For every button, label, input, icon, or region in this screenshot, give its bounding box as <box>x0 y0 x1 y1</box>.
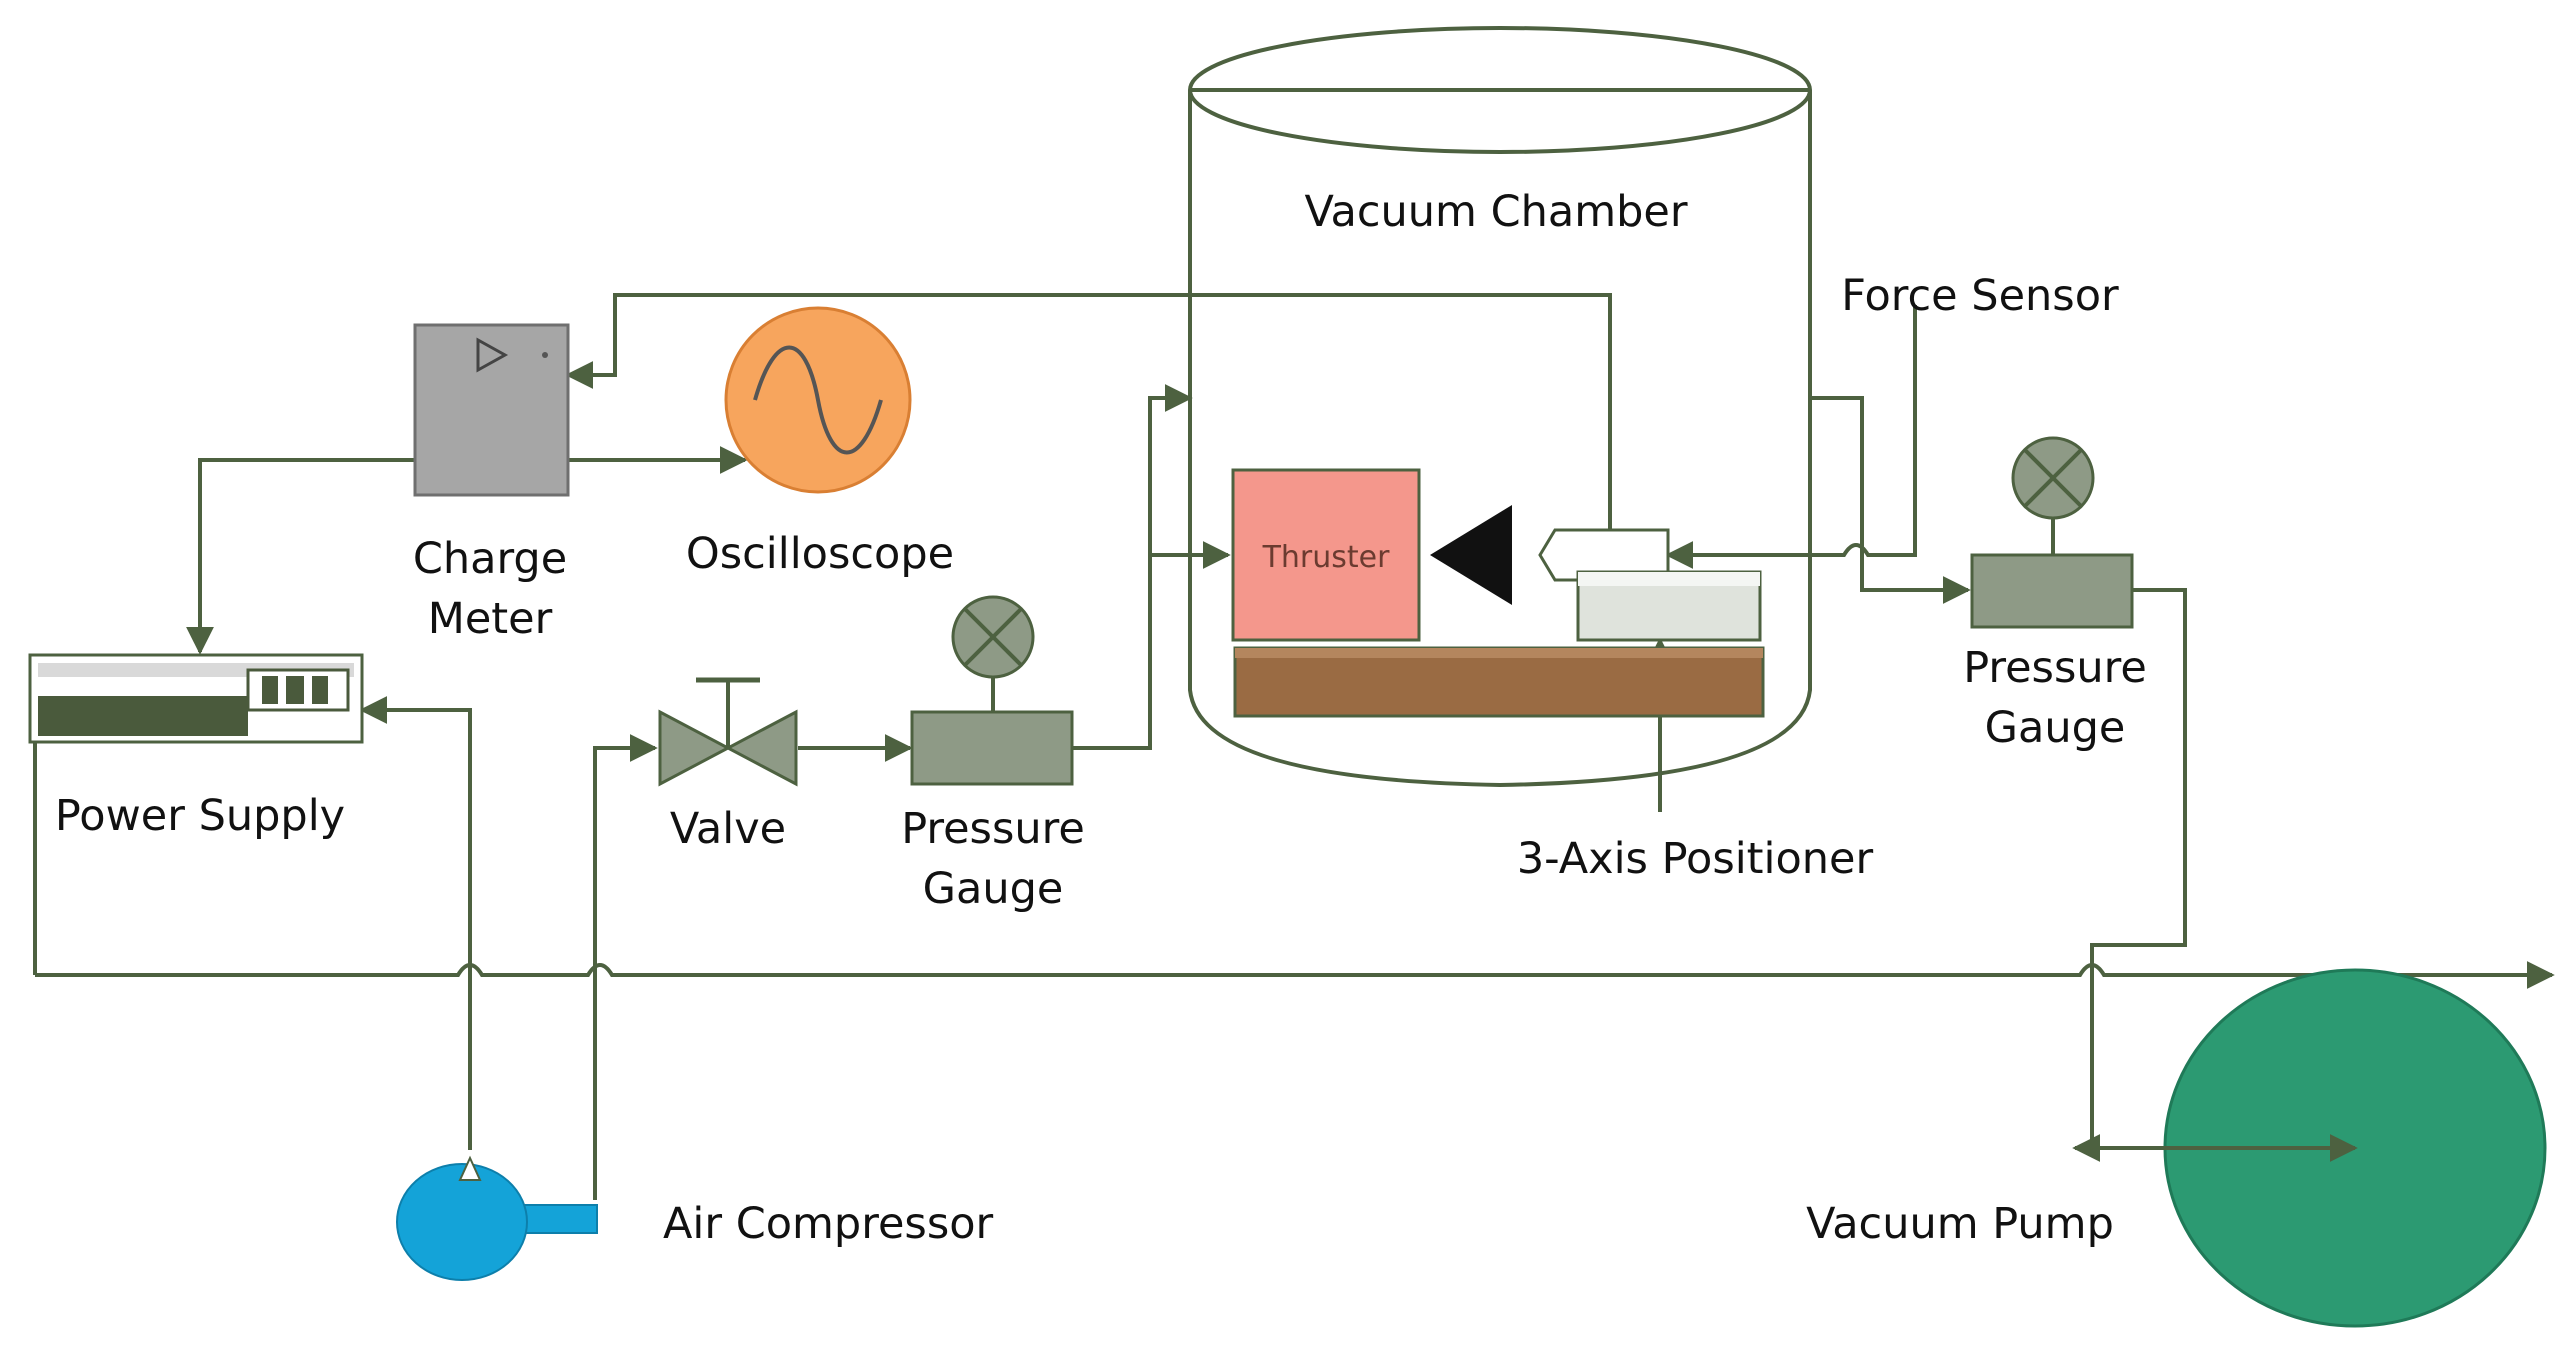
pressure-gauge-right-label-line1: Pressure <box>1963 643 2147 693</box>
thruster <box>1231 468 1421 642</box>
pressure-gauge-right <box>1970 436 2134 629</box>
valve <box>658 677 798 787</box>
vacuum-chamber-label: Vacuum Chamber <box>1304 187 1687 237</box>
line-charge-meter-to-power <box>186 458 415 655</box>
pressure-gauge-left <box>910 595 1074 786</box>
force-sensor-label: Force Sensor <box>1841 271 2119 321</box>
air-compressor-label: Air Compressor <box>663 1199 994 1249</box>
line-gauge-to-pump <box>2072 588 2187 1162</box>
connection-lines <box>33 293 2555 1200</box>
thruster-label: Thruster <box>1262 540 1391 575</box>
valve-label: Valve <box>670 804 786 854</box>
vacuum-pump-label: Vacuum Pump <box>1806 1199 2114 1249</box>
line-force-sensor-leader <box>1665 305 1917 569</box>
line-chamber-to-gauge <box>1810 396 1971 604</box>
air-compressor <box>396 1155 598 1281</box>
charge-meter <box>413 323 570 497</box>
oscilloscope <box>724 306 912 494</box>
power-supply <box>28 653 364 744</box>
amplifier-icon <box>476 337 509 373</box>
thrust-cone <box>1430 505 1512 605</box>
charge-meter-label-line2: Meter <box>428 594 553 644</box>
three-axis-positioner <box>1233 646 1765 718</box>
line-compressor-to-power <box>359 696 472 1150</box>
line-gauge-to-chamber <box>1072 384 1193 750</box>
force-sensor <box>1538 528 1762 642</box>
line-compressor-to-valve <box>593 734 658 1200</box>
sine-wave-icon <box>753 345 883 455</box>
main-line <box>35 961 2555 989</box>
line-sensor-to-meter <box>565 293 1612 530</box>
pressure-gauge-left-label-line1: Pressure <box>901 804 1085 854</box>
pressure-gauge-right-label-line2: Gauge <box>1985 703 2126 753</box>
pressure-gauge-left-label-line2: Gauge <box>923 864 1064 914</box>
power-supply-label: Power Supply <box>55 791 345 841</box>
charge-meter-label-line1: Charge <box>413 534 567 584</box>
three-axis-positioner-label: 3-Axis Positioner <box>1517 834 1874 884</box>
oscilloscope-label: Oscilloscope <box>686 529 954 579</box>
